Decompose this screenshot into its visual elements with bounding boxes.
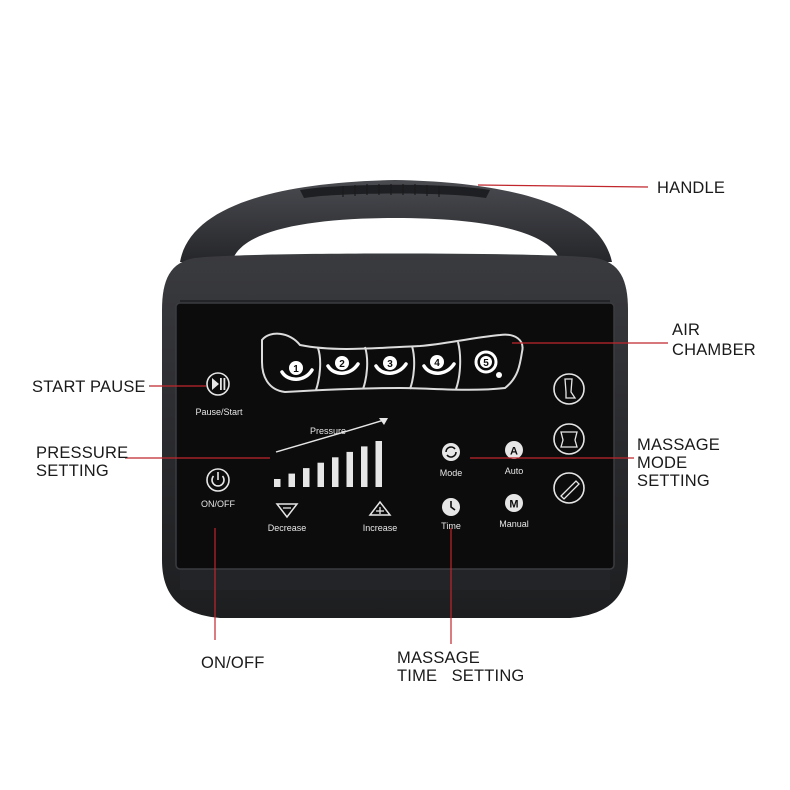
chamber-3-number: 3 [387,359,393,370]
arm-icon [560,480,580,500]
chamber-dividers [315,341,462,391]
pressure-level-bar-2 [288,473,295,487]
auto-glyph: A [510,446,518,458]
chamber-1-number: 1 [293,364,299,375]
arm-mode-button[interactable] [553,472,585,504]
massage-mode-callout-line1: MASSAGE [637,436,721,454]
time-button[interactable] [442,498,460,516]
massage-mode-callout-line2: MODE [637,454,688,472]
chamber-swooshes [280,362,456,381]
mode-cycle-icon [445,446,457,458]
air-chamber-outline [261,332,524,394]
pressure-level-bar-1 [274,479,281,487]
pause-start-label: Pause/Start [195,407,243,417]
on-off-label: ON/OFF [201,499,235,509]
mode-button[interactable] [442,443,460,461]
massage-time-callout-line1: MASSAGE [397,649,481,667]
air-chamber-callout-line1: AIR [672,321,701,339]
manual-glyph: M [509,499,518,511]
chamber-1-badge [289,361,303,375]
on-off-callout: ON/OFF [201,654,265,672]
decrease-button[interactable] [275,503,299,519]
leg-mode-button[interactable] [553,373,585,405]
handle-ridges [342,184,440,197]
chamber-5-dot [496,372,502,378]
pressure-level-bar-7 [361,446,368,487]
increase-triangle-icon [368,500,392,516]
pressure-arrowhead [379,418,388,425]
handle-top-grip [300,184,490,198]
chamber-3-badge [383,356,397,370]
decrease-label: Decrease [268,523,307,533]
massage-mode-callout-line3: SETTING [637,472,710,490]
auto-icon [505,441,523,459]
air-chamber-callout-line2: CHAMBER [672,341,756,359]
play-pause-icon [212,378,226,390]
pressure-level-bar-5 [332,457,339,487]
chamber-5-number: 5 [483,358,489,369]
auto-button[interactable]: A [505,441,523,459]
chamber-5-ring [474,350,498,374]
handle [180,180,612,262]
leg-icon [564,378,577,399]
start-pause-callout: START PAUSE [32,378,146,396]
control-panel [175,302,615,570]
increase-button[interactable] [368,500,392,516]
pressure-level-bar-3 [303,468,310,487]
on-off-button[interactable] [206,468,230,492]
handle-callout: HANDLE [657,179,726,197]
power-icon [211,472,225,487]
chamber-2-badge [335,356,349,370]
manual-icon [505,494,523,512]
pressure-callout-line2: SETTING [36,462,109,480]
callout-leader-lines [125,184,668,644]
pause-start-button[interactable] [206,372,230,396]
pressure-level-bar-4 [317,462,324,487]
massage-time-callout-line2: TIME SETTING [397,667,525,685]
pressure-level-bar-6 [346,451,353,487]
pressure-level-bars [274,441,382,487]
pressure-callout-line1: PRESSURE [36,444,129,462]
chamber-4-badge [430,355,444,369]
decrease-triangle-icon [275,503,299,519]
waist-icon [560,431,578,448]
waist-mode-button[interactable] [553,423,585,455]
manual-button[interactable]: M [505,494,523,512]
chamber-2-number: 2 [339,359,345,370]
mode-label: Mode [440,468,463,478]
chamber-5-badge [480,356,492,368]
pressure-level-bar-8 [375,441,382,487]
auto-label: Auto [505,466,524,476]
pressure-arrow [275,419,385,453]
chamber-numbers: 1 2 3 4 5 [289,350,502,378]
pressure-label: Pressure [310,426,346,436]
increase-label: Increase [363,523,398,533]
handle-leader [477,184,649,188]
time-label: Time [441,521,461,531]
chamber-4-number: 4 [434,358,440,369]
manual-label: Manual [499,519,529,529]
